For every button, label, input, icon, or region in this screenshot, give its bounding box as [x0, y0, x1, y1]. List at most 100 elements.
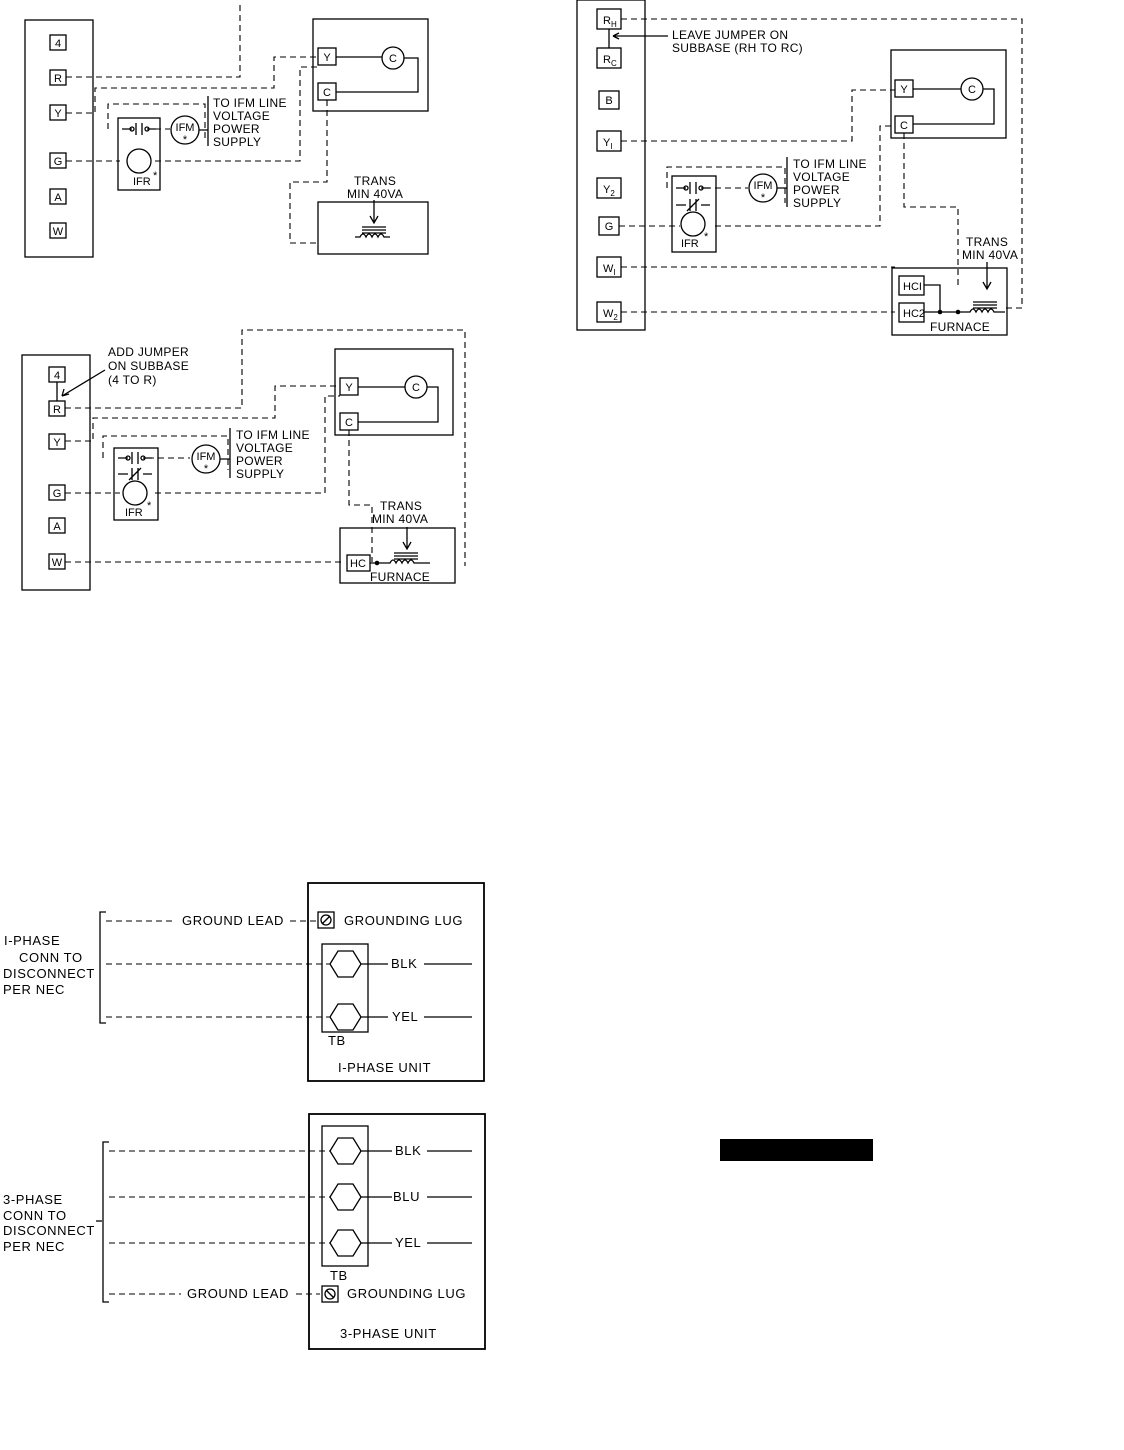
svg-text:4: 4 — [54, 370, 60, 382]
svg-text:YI: YI — [603, 137, 613, 151]
svg-text:TRANS: TRANS — [354, 174, 396, 188]
tp-terminal-blu — [329, 1183, 362, 1211]
svg-text:IFR: IFR — [125, 507, 143, 519]
three-phase-power-wiring: 3-PHASE CONN TO DISCONNECT PER NEC GROUN… — [3, 1113, 486, 1350]
svg-text:C: C — [323, 87, 331, 99]
d1-wire-g-out — [155, 66, 318, 162]
svg-text:PER NEC: PER NEC — [3, 982, 65, 997]
d1-wire-ifm-loop — [107, 103, 206, 140]
d3-subbase-strip — [576, 0, 646, 331]
d3-terminal-y1: YI — [596, 130, 622, 152]
d2-terminal-y: Y — [48, 433, 66, 450]
d1-terminal-g: G — [49, 152, 67, 169]
svg-text:*: * — [704, 231, 709, 243]
d1-wire-r — [66, 2, 241, 78]
svg-text:R: R — [53, 404, 61, 416]
d3-unit-box — [890, 49, 1007, 139]
sp-unit-box — [307, 882, 485, 1082]
svg-text:YEL: YEL — [392, 1009, 418, 1024]
d2-terminal-w: W — [48, 553, 66, 570]
svg-text:3-PHASE: 3-PHASE — [3, 1192, 63, 1207]
svg-text:DISCONNECT: DISCONNECT — [3, 1223, 95, 1238]
tp-grounding-lug — [321, 1285, 339, 1303]
d3-terminal-g: G — [598, 216, 620, 236]
svg-text:IFM: IFM — [176, 122, 195, 134]
diagram-1-thermostat-wiring: 4 R Y G A W Y C C IFR * IFM * TO IFM LI — [24, 2, 429, 258]
d3-wire-y1 — [621, 89, 895, 142]
svg-text:POWER: POWER — [793, 183, 840, 197]
svg-text:*: * — [204, 463, 209, 475]
d2-terminal-r: R — [48, 400, 66, 417]
d2-terminal-4: 4 — [48, 366, 66, 383]
d2-terminal-a: A — [48, 517, 66, 534]
d2-terminal-g: G — [48, 484, 66, 501]
svg-text:C: C — [345, 417, 353, 429]
svg-text:BLU: BLU — [393, 1189, 420, 1204]
d3-wire-rh — [621, 18, 1023, 309]
svg-text:CONN TO: CONN TO — [19, 950, 83, 965]
svg-text:IFM: IFM — [197, 451, 216, 463]
svg-text:C: C — [412, 382, 420, 394]
svg-text:(4 TO R): (4 TO R) — [108, 373, 157, 387]
svg-text:IFR: IFR — [681, 238, 699, 250]
svg-text:*: * — [183, 134, 188, 146]
svg-text:TO IFM LINE: TO IFM LINE — [236, 428, 310, 442]
svg-text:HC: HC — [350, 558, 366, 570]
svg-text:GROUNDING LUG: GROUNDING LUG — [347, 1286, 466, 1301]
sp-bracket — [99, 911, 106, 1024]
sp-terminal-blk — [329, 950, 362, 978]
svg-text:TO IFM LINE: TO IFM LINE — [213, 96, 287, 110]
d3-terminal-w1: WI — [596, 256, 622, 278]
svg-text:C: C — [968, 84, 976, 96]
d3-terminal-b: B — [598, 90, 620, 110]
d3-furnace-box — [891, 267, 1008, 336]
svg-text:I-PHASE UNIT: I-PHASE UNIT — [338, 1060, 431, 1075]
d1-terminal-a: A — [49, 188, 67, 205]
d2-wire-ifm-loop — [102, 435, 229, 470]
svg-text:MIN 40VA: MIN 40VA — [962, 248, 1018, 262]
svg-text:*: * — [147, 500, 152, 512]
svg-text:C: C — [900, 120, 908, 132]
d3-wire-g — [619, 125, 895, 227]
svg-text:I-PHASE: I-PHASE — [4, 933, 60, 948]
svg-text:RH: RH — [603, 15, 617, 29]
sp-terminal-block — [321, 943, 369, 1033]
sp-grounding-lug — [317, 911, 335, 929]
d3-ifr-relay — [671, 175, 717, 253]
svg-text:FURNACE: FURNACE — [930, 320, 990, 334]
d3-terminal-y2: Y2 — [596, 177, 622, 199]
d2-ifr-relay — [113, 447, 159, 521]
d2-wire-y — [65, 385, 340, 442]
d1-subbase-strip — [24, 19, 94, 258]
svg-text:VOLTAGE: VOLTAGE — [236, 441, 293, 455]
d2-wire-g — [65, 395, 340, 494]
svg-text:*: * — [761, 192, 766, 204]
svg-text:G: G — [53, 488, 62, 500]
svg-text:GROUND LEAD: GROUND LEAD — [182, 913, 284, 928]
svg-text:VOLTAGE: VOLTAGE — [793, 170, 850, 184]
tp-unit-box — [308, 1113, 486, 1350]
d3-terminal-rh: RH — [596, 8, 622, 30]
d2-wire-r — [65, 329, 466, 566]
svg-text:Y: Y — [900, 84, 908, 96]
d2-subbase-strip — [21, 354, 91, 591]
d1-terminal-y: Y — [49, 104, 67, 121]
single-phase-power-wiring: I-PHASE CONN TO DISCONNECT PER NEC GROUN… — [3, 882, 485, 1082]
svg-text:G: G — [54, 156, 63, 168]
svg-text:YEL: YEL — [395, 1235, 421, 1250]
svg-text:B: B — [605, 95, 612, 107]
svg-text:SUPPLY: SUPPLY — [213, 135, 261, 149]
svg-text:Y: Y — [323, 52, 331, 64]
svg-text:MIN 40VA: MIN 40VA — [372, 512, 428, 526]
black-label-bar — [720, 1139, 873, 1161]
d1-wire-y — [66, 56, 318, 114]
tp-terminal-yel — [329, 1229, 362, 1257]
svg-text:POWER: POWER — [213, 122, 260, 136]
d1-terminal-4: 4 — [49, 34, 67, 51]
d3-terminal-rc: RC — [596, 47, 622, 69]
d1-transformer-box — [317, 201, 429, 255]
svg-text:GROUND LEAD: GROUND LEAD — [187, 1286, 289, 1301]
svg-text:CONN TO: CONN TO — [3, 1208, 67, 1223]
svg-text:MIN 40VA: MIN 40VA — [347, 187, 403, 201]
svg-text:HC2: HC2 — [903, 308, 925, 320]
